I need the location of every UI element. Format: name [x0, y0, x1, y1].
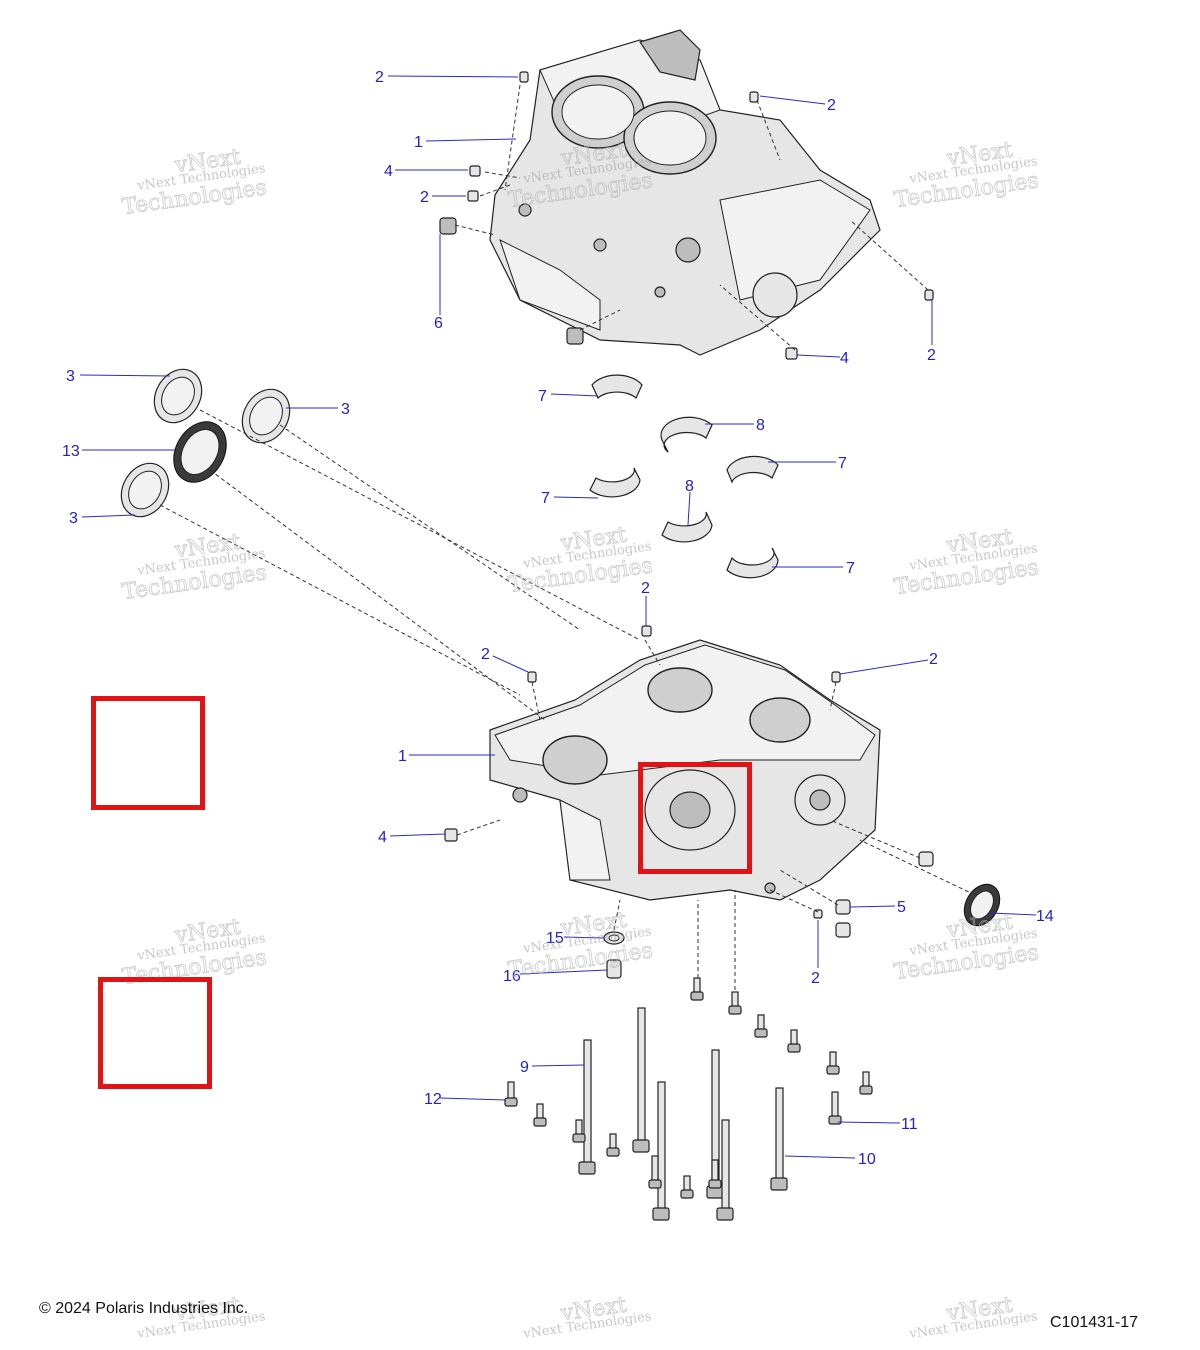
callout-7: 7	[838, 455, 847, 472]
watermark: vNext vNext Technologies Technologies	[120, 529, 268, 605]
callout-2: 2	[927, 347, 936, 364]
left-seals	[120, 368, 291, 518]
callout-2: 2	[929, 651, 938, 668]
watermark: vNext vNext Technologies Technologies	[506, 522, 654, 598]
callout-1: 1	[414, 134, 423, 151]
watermark: vNext vNext Technologies Technologies	[120, 144, 268, 220]
callout-13: 13	[62, 443, 80, 460]
lower-small-parts	[444, 625, 1001, 979]
callout-3: 3	[341, 401, 350, 418]
callout-3: 3	[69, 510, 78, 527]
callout-3: 3	[66, 368, 75, 385]
callout-9: 9	[520, 1059, 529, 1076]
callout-labels: 2 2 1 4 2 6 2 4 3 3 13 3 7 8 7 7 8 7 2 2…	[62, 69, 1054, 1168]
upper-small-parts	[439, 71, 934, 360]
red-marker-box	[638, 762, 752, 874]
callout-2: 2	[375, 69, 384, 86]
callout-8: 8	[685, 478, 694, 495]
assembly-lines	[159, 84, 976, 990]
watermark: vNext vNext Technologies Technologies	[506, 907, 654, 983]
callout-10: 10	[858, 1151, 876, 1168]
callout-14: 14	[1036, 908, 1054, 925]
watermark: vNext vNext Technologies	[907, 1292, 1038, 1342]
watermark: vNext vNext Technologies Technologies	[892, 137, 1040, 213]
callout-4: 4	[840, 350, 849, 367]
bearing-shells	[589, 374, 779, 579]
callout-16: 16	[503, 968, 521, 985]
callout-7: 7	[538, 388, 547, 405]
bolts	[504, 977, 873, 1221]
callout-1: 1	[398, 748, 407, 765]
callout-7: 7	[846, 560, 855, 577]
callout-7: 7	[541, 490, 550, 507]
watermark-group: vNext vNext Technologies Technologies vN…	[120, 137, 1040, 1342]
copyright-text: © 2024 Polaris Industries Inc.	[39, 1300, 249, 1317]
lower-crankcase	[489, 639, 881, 901]
callout-15: 15	[546, 930, 564, 947]
red-marker-box	[98, 977, 212, 1089]
watermark: vNext vNext Technologies Technologies	[892, 909, 1040, 985]
watermark: vNext vNext Technologies	[521, 1292, 652, 1342]
callout-5: 5	[897, 899, 906, 916]
red-marker-box	[91, 696, 205, 810]
callout-2: 2	[420, 189, 429, 206]
callout-6: 6	[434, 315, 443, 332]
upper-crankcase	[489, 29, 881, 356]
callout-11: 11	[901, 1116, 918, 1133]
callout-8: 8	[756, 417, 765, 434]
part-code-text: C101431-17	[1050, 1314, 1139, 1331]
callout-4: 4	[384, 163, 393, 180]
callout-2: 2	[827, 97, 836, 114]
callout-4: 4	[378, 829, 387, 846]
leader-lines	[79, 75, 1037, 1159]
watermark: vNext vNext Technologies Technologies	[892, 524, 1040, 600]
callout-2: 2	[641, 580, 650, 597]
callout-2: 2	[481, 646, 490, 663]
callout-12: 12	[424, 1091, 442, 1108]
callout-2: 2	[811, 970, 820, 987]
